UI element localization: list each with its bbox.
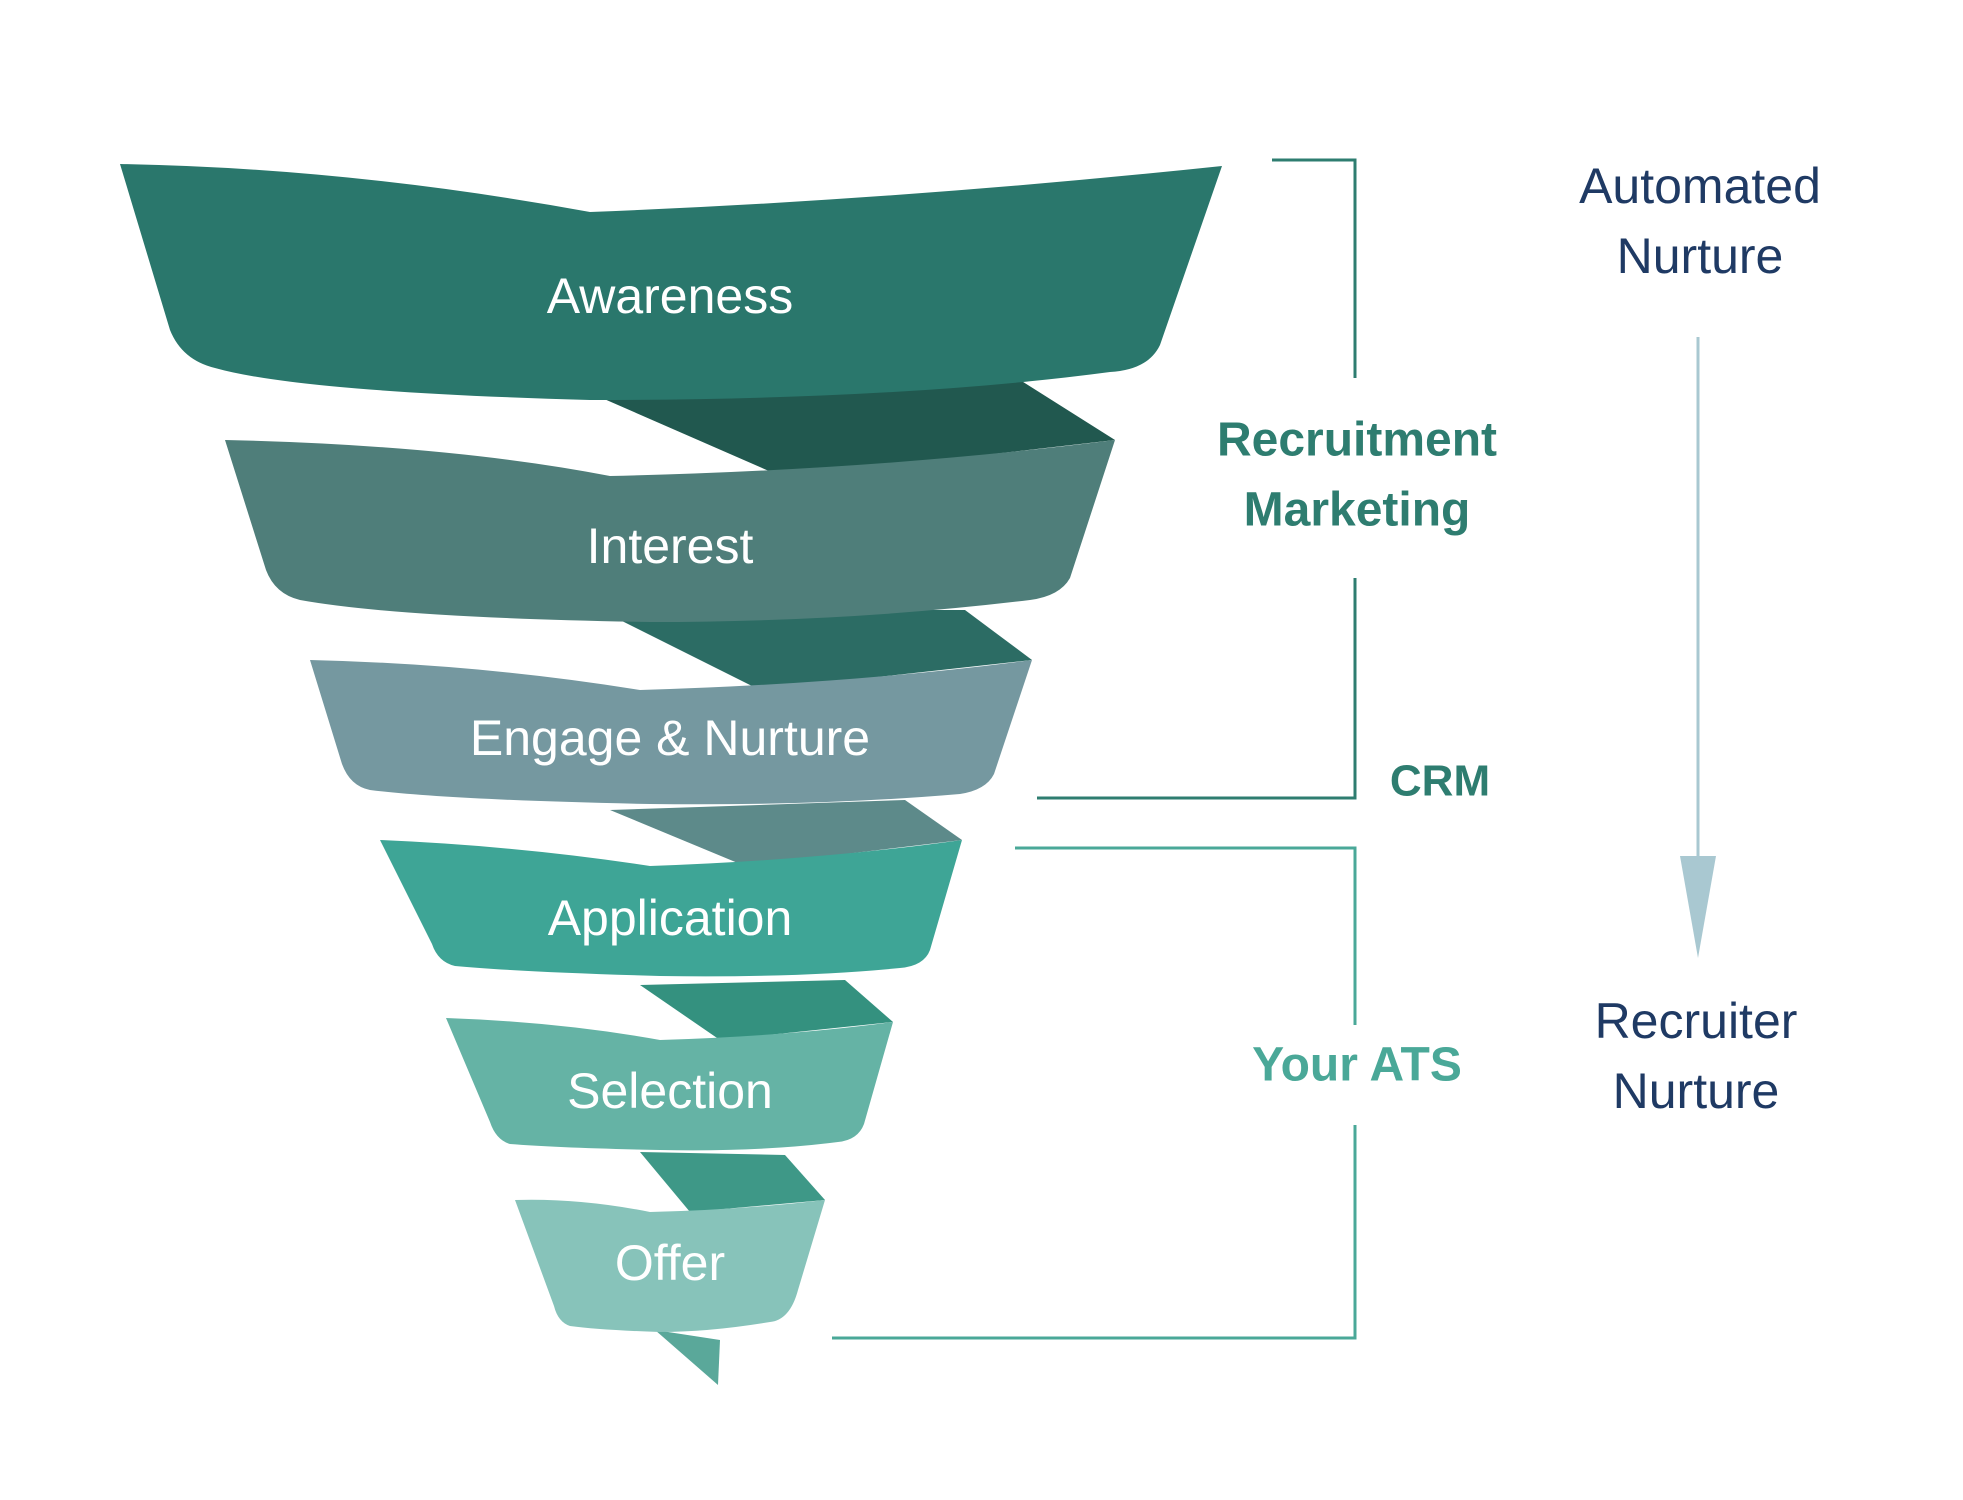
stage-label-offer: Offer bbox=[615, 1235, 725, 1291]
funnel-bands bbox=[120, 164, 1222, 1332]
band-offer bbox=[515, 1199, 825, 1332]
band-engage bbox=[310, 660, 1032, 805]
twist-application-selection bbox=[640, 980, 893, 1040]
twist-selection-offer bbox=[640, 1152, 825, 1212]
crm-label: CRM bbox=[1390, 757, 1490, 806]
recruiter-nurture-line2: Nurture bbox=[1613, 1063, 1780, 1119]
arrow-down-icon bbox=[1680, 856, 1716, 958]
ats-bracket-line-top bbox=[1015, 846, 1357, 1025]
twist-engage-application bbox=[610, 800, 962, 866]
bracket-line-top bbox=[1272, 158, 1357, 378]
stage-label-selection: Selection bbox=[567, 1063, 773, 1119]
bracket-recruitment-marketing: Recruitment Marketing CRM bbox=[1037, 158, 1497, 806]
stage-label-awareness: Awareness bbox=[547, 268, 793, 324]
bracket-line-bottom bbox=[1037, 578, 1357, 800]
bracket-your-ats: Your ATS bbox=[832, 846, 1462, 1340]
band-application bbox=[380, 840, 962, 977]
recruiter-nurture-line1: Recruiter bbox=[1595, 993, 1798, 1049]
twist-interest-engage bbox=[600, 610, 1032, 690]
stage-label-application: Application bbox=[548, 890, 793, 946]
band-selection bbox=[446, 1018, 893, 1151]
ats-bracket-line-bottom bbox=[832, 1125, 1357, 1340]
recruitment-marketing-label-line2: Marketing bbox=[1244, 484, 1471, 537]
funnel-twists bbox=[595, 380, 1115, 1385]
twist-awareness-interest bbox=[595, 380, 1115, 478]
automated-nurture-line2: Nurture bbox=[1617, 228, 1784, 284]
twist-offer-tail bbox=[655, 1330, 720, 1385]
nurture-column: Automated Nurture Recruiter Nurture bbox=[1579, 158, 1821, 1119]
stage-label-engage-nurture: Engage & Nurture bbox=[470, 710, 870, 766]
recruitment-marketing-label-line1: Recruitment bbox=[1217, 414, 1497, 467]
automated-nurture-line1: Automated bbox=[1579, 158, 1821, 214]
stage-label-interest: Interest bbox=[587, 518, 754, 574]
your-ats-label: Your ATS bbox=[1252, 1039, 1462, 1092]
funnel-labels: Awareness Interest Engage & Nurture Appl… bbox=[470, 268, 870, 1291]
band-interest bbox=[225, 440, 1115, 622]
band-awareness bbox=[120, 164, 1222, 400]
